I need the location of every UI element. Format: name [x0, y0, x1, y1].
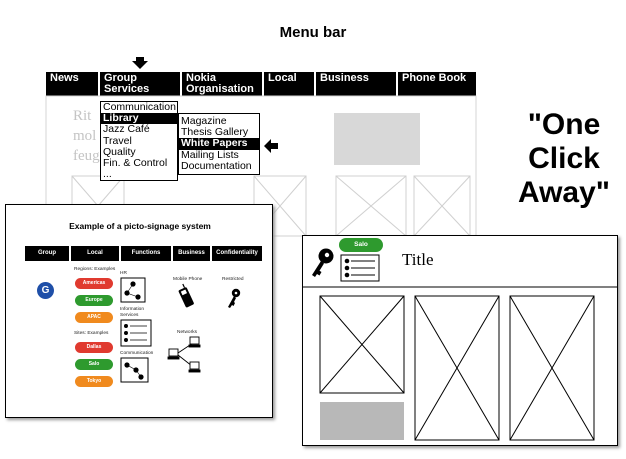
restricted-key-icon — [228, 288, 241, 308]
menu-item-label-2: Organisation — [186, 83, 254, 95]
information-services-label-1: Information — [120, 307, 144, 312]
site-pill-dallas: Dallas — [75, 342, 113, 353]
list-icon — [340, 254, 380, 282]
menu-item-label-2: Services — [104, 83, 150, 95]
menu-item-phone-book[interactable]: Phone Book — [396, 72, 476, 96]
category-business: Business — [173, 246, 210, 261]
category-functions: Functions — [121, 246, 171, 261]
content-placeholder-boxes — [319, 295, 595, 441]
menu-item-label: News — [50, 72, 79, 84]
picto-title: Example of a picto-signage system — [69, 221, 211, 231]
menu-item-group-services[interactable]: Group Services — [98, 72, 180, 96]
down-arrow-icon — [132, 57, 148, 69]
dropdown-item[interactable]: Fin. & Control — [103, 157, 168, 170]
group-g-icon: G — [37, 282, 54, 299]
site-pill-salo: Salo — [75, 359, 113, 370]
group-services-dropdown: Communication Library Jazz Café Travel Q… — [100, 101, 178, 182]
slogan-line: Away" — [517, 176, 611, 209]
hr-label: HR — [120, 271, 127, 276]
picto-icons — [120, 277, 241, 383]
mobile-phone-icon — [178, 283, 194, 308]
category-confidentiality: Confidentiality — [212, 246, 262, 261]
background-image-block — [334, 113, 420, 165]
dropdown-item-selected[interactable]: Library — [101, 112, 177, 125]
submenu-item-selected[interactable]: White Papers — [179, 138, 259, 150]
page-title: Title — [402, 250, 434, 269]
picto-signage-panel: Example of a picto-signage system Group … — [5, 204, 273, 418]
slogan: "One Click Away" — [506, 108, 622, 210]
menu-item-local[interactable]: Local — [262, 72, 314, 96]
dropdown-item[interactable]: ... — [103, 168, 112, 181]
image-placeholder-block — [320, 402, 404, 440]
information-services-list-icon — [120, 319, 152, 347]
top-menu-bar: News Group Services Nokia Organisation L… — [46, 72, 476, 96]
region-pill-americas: Americas — [75, 278, 113, 289]
region-pill-apac: APAC — [75, 312, 113, 323]
site-badge-salo: Salo — [339, 238, 383, 252]
key-icon — [312, 248, 334, 277]
left-arrow-icon — [264, 139, 278, 153]
menu-item-label: Nokia — [186, 72, 216, 84]
restricted-label: Restricted — [222, 277, 244, 282]
dropdown-item[interactable]: Travel — [103, 134, 132, 147]
slogan-line: Click — [528, 142, 600, 175]
menu-item-label: Group — [104, 72, 137, 84]
dropdown-item[interactable]: Quality — [103, 145, 136, 158]
submenu-item[interactable]: Mailing Lists — [181, 148, 239, 161]
menu-item-business[interactable]: Business — [314, 72, 396, 96]
dropdown-item[interactable]: Communication — [103, 101, 176, 113]
dropdown-item[interactable]: Jazz Café — [103, 123, 150, 136]
sites-label: Sites: Examples — [74, 331, 109, 336]
menu-item-label: Phone Book — [402, 72, 467, 84]
category-group: Group — [25, 246, 69, 261]
communication-network-icon — [120, 357, 149, 383]
submenu-item[interactable]: Magazine — [181, 115, 227, 127]
library-submenu: Magazine Thesis Gallery White Papers Mai… — [178, 113, 260, 176]
menu-item-news[interactable]: News — [46, 72, 98, 96]
region-pill-europe: Europe — [75, 295, 113, 306]
submenu-item[interactable]: Documentation — [181, 159, 252, 172]
hr-network-icon — [120, 277, 146, 303]
mobile-phone-label: Mobile Phone — [173, 277, 203, 282]
information-services-label-2: Services — [120, 313, 139, 318]
regions-label: Regions: Examples — [74, 267, 116, 272]
menu-item-nokia-organisation[interactable]: Nokia Organisation — [180, 72, 262, 96]
category-local: Local — [71, 246, 119, 261]
networks-label: Networks — [177, 330, 197, 335]
networks-computers-icon — [167, 336, 201, 373]
slogan-line: "One — [527, 108, 601, 141]
site-pill-tokyo: Tokyo — [75, 376, 113, 387]
menu-item-label: Business — [320, 72, 369, 84]
submenu-item[interactable]: Thesis Gallery — [181, 126, 249, 139]
communication-label: Communication — [120, 351, 154, 356]
menu-item-label: Local — [268, 72, 297, 84]
menu-bar-heading: Menu bar — [279, 24, 347, 41]
